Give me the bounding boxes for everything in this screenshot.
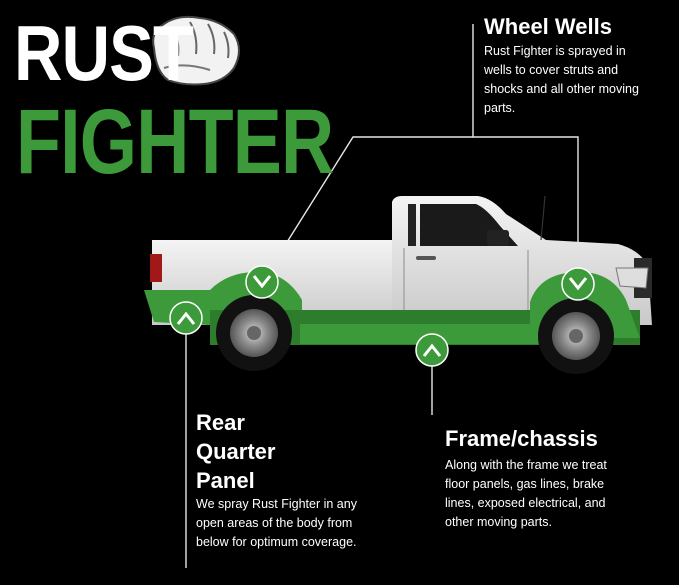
front-wheel-well-marker [561,267,595,301]
chevron-up-icon [176,311,196,325]
wheel-wells-description: Rust Fighter is sprayed in wells to cove… [484,44,639,115]
rear-quarter-marker [169,301,203,335]
rear-quarter-description: We spray Rust Fighter in any open areas … [196,497,357,549]
chevron-down-icon [568,277,588,291]
rear-wheel [216,295,292,371]
logo-text-rust: RUST [14,9,194,97]
rear-wheel-well-leader-line [261,24,474,283]
fist-icon [152,15,240,86]
chevron-down-icon [252,275,272,289]
chevron-up-icon [422,343,442,357]
rear-quarter-title: Rear Quarter Panel [196,410,276,493]
logo-text-fighter: FIGHTER [16,91,334,193]
front-wheel [538,298,614,374]
rear-wheel-well-marker [245,265,279,299]
frame-chassis-title: Frame/chassis [445,426,598,451]
frame-chassis-description: Along with the frame we treat floor pane… [445,458,607,529]
frame-marker [415,333,449,367]
wheel-wells-title: Wheel Wells [484,14,612,39]
front-wheel-well-leader-line [473,136,579,282]
